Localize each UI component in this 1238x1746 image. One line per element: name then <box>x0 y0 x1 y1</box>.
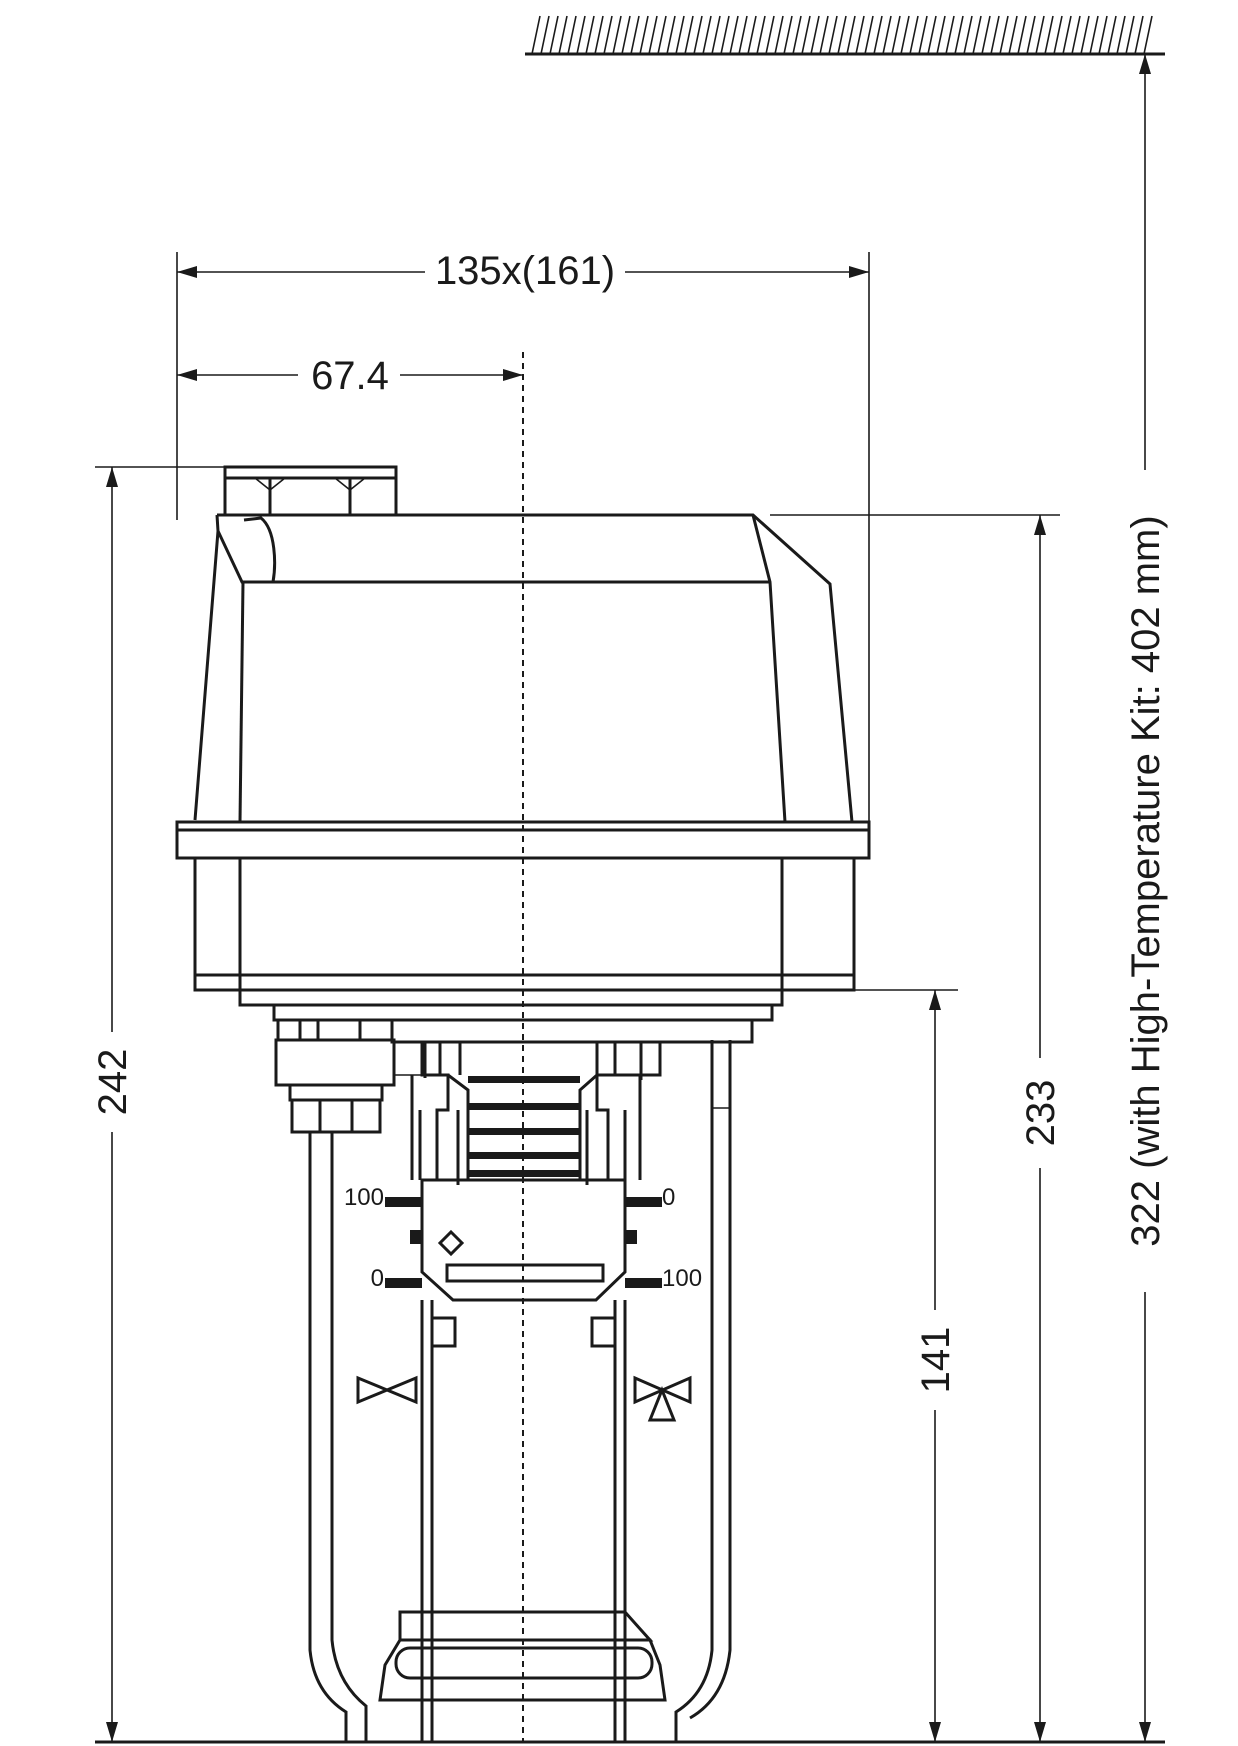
mounting-bracket <box>308 1040 732 1742</box>
two-way-valve-icon <box>356 1375 418 1405</box>
dim-width-total-label: 135x(161) <box>435 249 615 293</box>
dimension-height-bracket: 141 <box>854 989 958 1742</box>
dimension-width-total: 135x(161) <box>176 249 870 822</box>
dim-height-with-kit-label: 322 (with High-Temperature Kit: 402 mm) <box>1124 515 1168 1246</box>
actuator-body <box>175 465 871 1742</box>
dimension-height-overall: 242 <box>91 466 225 1742</box>
dim-height-housing-label: 233 <box>1019 1080 1063 1147</box>
dim-width-half-label: 67.4 <box>311 354 389 398</box>
dim-height-overall-label: 242 <box>91 1049 135 1116</box>
three-way-valve-icon <box>633 1375 692 1422</box>
scale-label-left-bottom: 0 <box>371 1265 384 1292</box>
dimension-height-with-kit: 322 (with High-Temperature Kit: 402 mm) <box>1124 54 1168 1742</box>
stem-coupling <box>410 1042 662 1185</box>
scale-label-left-top: 100 <box>344 1184 384 1211</box>
cable-gland-side <box>274 1018 422 1134</box>
housing-cover <box>193 513 854 823</box>
dimension-width-half: 67.4 <box>177 354 523 398</box>
dimension-height-housing: 233 <box>770 514 1063 1742</box>
housing-lower <box>193 856 856 1044</box>
cable-gland-top <box>223 465 398 517</box>
dim-height-bracket-label: 141 <box>914 1327 958 1394</box>
position-indicator <box>385 1178 662 1302</box>
scale-label-right-top: 0 <box>662 1184 675 1211</box>
mount-tab-left <box>430 1316 457 1348</box>
ceiling-hatch <box>525 15 1165 56</box>
mount-tab-right <box>590 1316 617 1348</box>
scale-label-right-bottom: 100 <box>662 1265 702 1292</box>
